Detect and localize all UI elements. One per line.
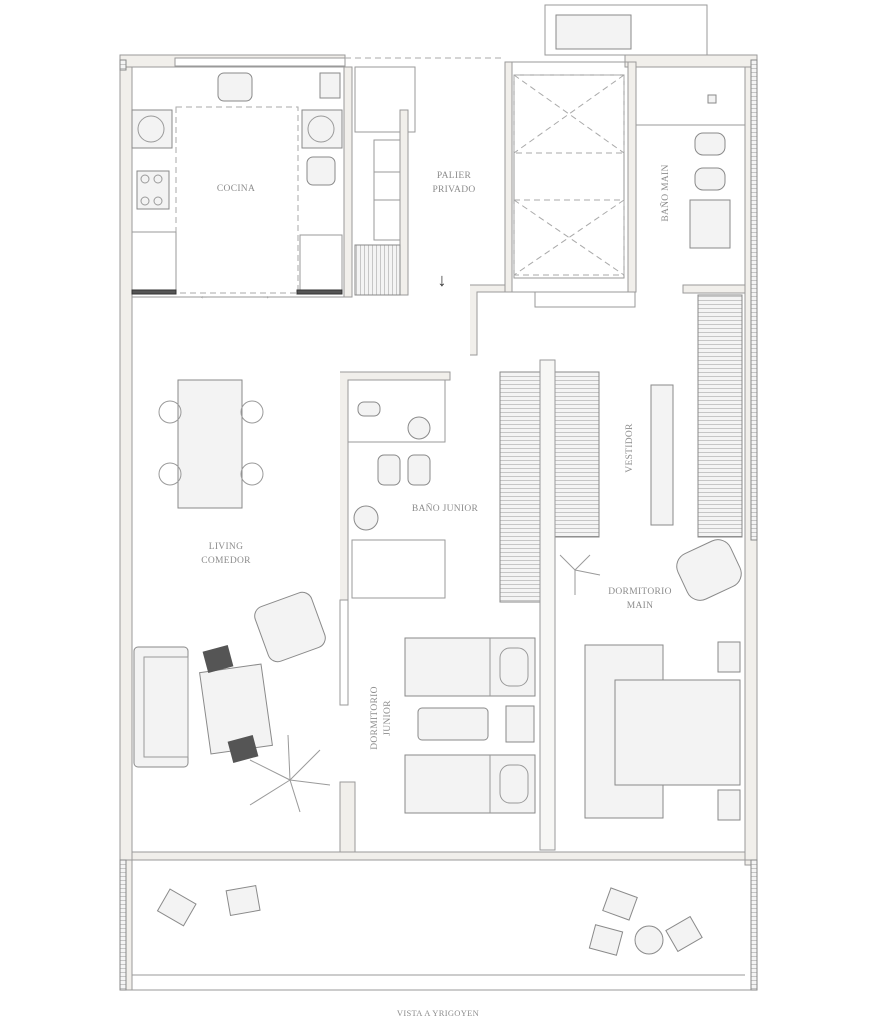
room-label-junior: JUNIOR: [383, 700, 393, 736]
room-label-main: MAIN: [627, 601, 654, 611]
view-label: VISTA A YRIGOYEN: [397, 1008, 479, 1018]
room-label-comedor: COMEDOR: [201, 556, 251, 566]
exterior-walls: [119, 4, 758, 991]
dormitorio-main: DORMITORIO MAIN: [559, 539, 742, 821]
room-label-bano-junior: BAÑO JUNIOR: [412, 502, 479, 514]
room-label-vestidor: VESTIDOR: [625, 423, 635, 473]
room-label-privado: PRIVADO: [432, 185, 475, 195]
vestidor: VESTIDOR: [499, 294, 743, 851]
palier-privado: PALIER PRIVADO ↓: [343, 61, 636, 356]
plant-icon: [249, 734, 331, 813]
room-label-cocina: COCINA: [217, 184, 255, 194]
bano-main: BAÑO MAIN: [627, 61, 746, 294]
room-label-living: LIVING: [209, 542, 244, 552]
entry-arrow-icon: ↓: [438, 270, 447, 290]
living-comedor: LIVING COMEDOR: [133, 379, 331, 813]
arrow-right-icon: →: [261, 292, 271, 302]
bano-junior: BAÑO JUNIOR: [340, 371, 479, 601]
plant-icon: [559, 554, 601, 595]
balcony-furniture: [156, 884, 703, 956]
dormitorio-junior: DORMITORIO JUNIOR: [339, 599, 536, 853]
room-label-bano-main: BAÑO MAIN: [659, 164, 671, 221]
room-label-palier: PALIER: [437, 171, 472, 181]
room-label-dormitorio-main: DORMITORIO: [608, 587, 672, 597]
arrow-left-icon: ←: [199, 292, 209, 302]
kitchen: COCINA ← →: [131, 66, 345, 302]
room-label-dormitorio-junior: DORMITORIO: [370, 686, 380, 750]
